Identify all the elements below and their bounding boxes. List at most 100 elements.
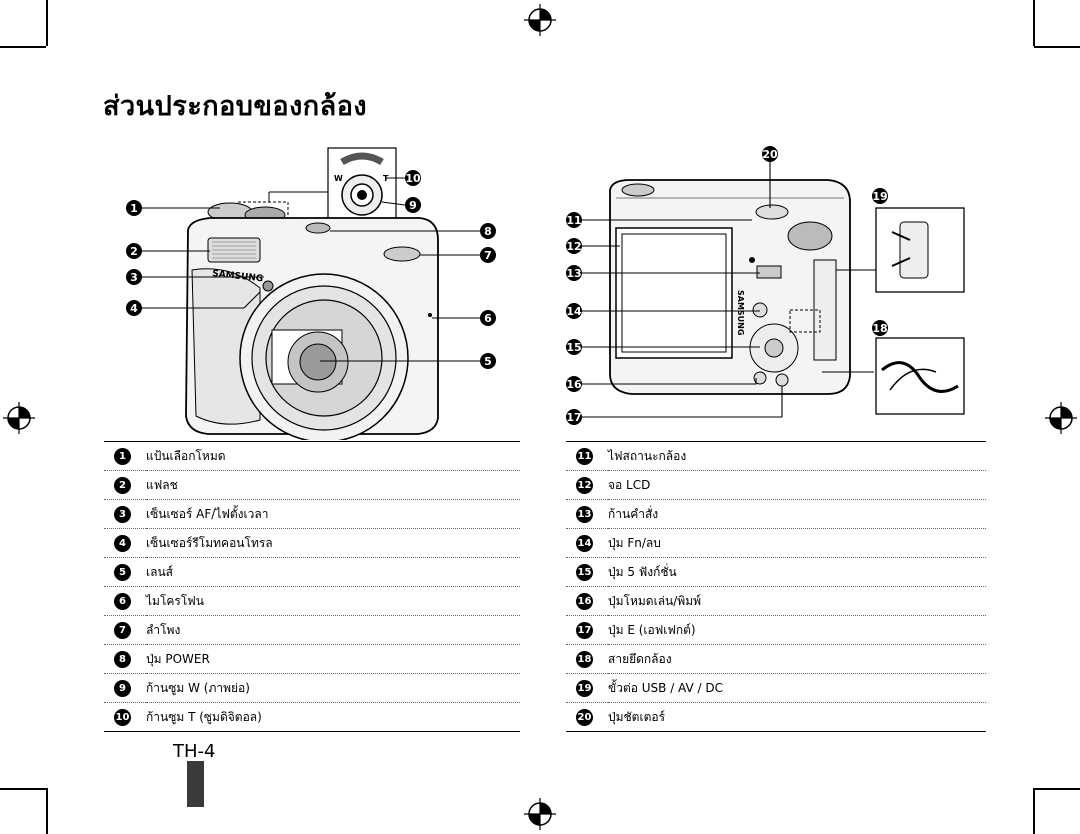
front-parts-legend: 1 แป้นเลือกโหมด 2 แฟลช 3 เซ็นเซอร์ AF/ไฟตั้งเ…: [104, 442, 520, 732]
svg-text:12: 12: [566, 240, 581, 253]
callout-number: 5: [114, 563, 131, 581]
legend-row: 10 ก้านซูม T (ซูมดิจิตอล): [104, 703, 520, 732]
svg-text:4: 4: [130, 302, 138, 315]
registration-mark-icon: [524, 4, 556, 36]
callout-number: 16: [576, 592, 593, 610]
section-tab: [187, 761, 204, 807]
crop-mark: [1034, 46, 1080, 48]
part-label: แป้นเลือกโหมด: [146, 448, 226, 463]
registration-mark-icon: [3, 402, 35, 434]
legend-row: 6 ไมโครโฟน: [104, 587, 520, 616]
part-label: จอ LCD: [608, 477, 651, 492]
callout-number: 18: [576, 650, 593, 668]
svg-text:16: 16: [566, 378, 582, 391]
part-label: ไมโครโฟน: [146, 593, 205, 608]
legend-row: 7 ลำโพง: [104, 616, 520, 645]
svg-text:5: 5: [484, 355, 492, 368]
legend-row: 8 ปุ่ม POWER: [104, 645, 520, 674]
callout-number: 8: [114, 650, 131, 668]
legend-row: 15 ปุ่ม 5 ฟังก์ชั่น: [566, 558, 986, 587]
svg-text:17: 17: [566, 411, 581, 424]
part-label: ลำโพง: [146, 622, 181, 637]
svg-text:9: 9: [409, 199, 417, 212]
svg-text:14: 14: [566, 305, 582, 318]
callout-number: 17: [576, 621, 593, 639]
svg-text:10: 10: [405, 172, 421, 185]
registration-mark-icon: [524, 798, 556, 830]
callout-number: 6: [114, 592, 131, 610]
part-label: เซ็นเซอร์ AF/ไฟตั้งเวลา: [146, 506, 269, 521]
callout-number: 13: [576, 505, 593, 523]
part-label: ปุ่มชัตเตอร์: [608, 709, 666, 724]
callout-number: 14: [576, 534, 593, 552]
part-label: ปุ่ม 5 ฟังก์ชั่น: [608, 564, 677, 579]
page-number: TH-4: [173, 741, 216, 762]
part-label: ขั้วต่อ USB / AV / DC: [608, 680, 724, 695]
page-title: ส่วนประกอบของกล้อง: [103, 91, 368, 122]
camera-front-illustration: W T SAMSUNG 1 2 3 4: [126, 147, 496, 440]
crop-mark: [0, 788, 46, 790]
part-label: ก้านซูม T (ซูมดิจิตอล): [146, 709, 262, 724]
crop-mark: [46, 788, 48, 834]
callout-number: 19: [576, 679, 593, 697]
callout-number: 1: [114, 447, 131, 465]
crop-mark: [1034, 788, 1080, 790]
part-label: แฟลช: [146, 477, 178, 492]
crop-mark: [1033, 0, 1035, 46]
legend-row: 2 แฟลช: [104, 471, 520, 500]
legend-row: 4 เซ็นเซอร์รีโมทคอนโทรล: [104, 529, 520, 558]
legend-top-rule: [566, 441, 986, 442]
legend-row: 17 ปุ่ม E (เอฟเฟกต์): [566, 616, 986, 645]
callout-number: 10: [114, 708, 131, 726]
callout-number: 9: [114, 679, 131, 697]
callout-number: 2: [114, 476, 131, 494]
legend-row: 20 ปุ่มชัตเตอร์: [566, 703, 986, 732]
back-parts-legend: 11 ไฟสถานะกล้อง 12 จอ LCD 13 ก้านคำสั่ง 14 ปุ่ม…: [566, 442, 986, 732]
svg-text:2: 2: [130, 245, 138, 258]
svg-text:6: 6: [484, 312, 492, 325]
registration-mark-icon: [1045, 402, 1077, 434]
legend-row: 9 ก้านซูม W (ภาพย่อ): [104, 674, 520, 703]
svg-text:1: 1: [130, 202, 138, 215]
svg-text:3: 3: [130, 271, 138, 284]
svg-text:7: 7: [484, 249, 492, 262]
zoom-w-label: W: [334, 174, 343, 183]
part-label: ก้านคำสั่ง: [608, 506, 659, 521]
part-label: ปุ่ม POWER: [146, 651, 210, 666]
crop-mark: [0, 46, 46, 48]
legend-row: 11 ไฟสถานะกล้อง: [566, 442, 986, 471]
brand-back-logo: SAMSUNG: [736, 290, 745, 335]
legend-row: 1 แป้นเลือกโหมด: [104, 442, 520, 471]
part-label: สายยึดกล้อง: [608, 651, 672, 666]
callout-number: 3: [114, 505, 131, 523]
part-label: ปุ่ม E (เอฟเฟกต์): [608, 622, 696, 637]
svg-text:8: 8: [484, 225, 492, 238]
part-label: ก้านซูม W (ภาพย่อ): [146, 680, 250, 695]
callout-number: 15: [576, 563, 593, 581]
legend-row: 12 จอ LCD: [566, 471, 986, 500]
crop-mark: [1033, 788, 1035, 834]
svg-text:11: 11: [566, 214, 581, 227]
part-label: เลนส์: [146, 564, 173, 579]
callout-number: 20: [576, 708, 593, 726]
legend-row: 13 ก้านคำสั่ง: [566, 500, 986, 529]
svg-text:15: 15: [566, 341, 581, 354]
part-label: ปุ่ม Fn/ลบ: [608, 535, 661, 550]
legend-top-rule: [104, 441, 520, 442]
callout-number: 4: [114, 534, 131, 552]
svg-text:20: 20: [762, 148, 778, 161]
part-label: ไฟสถานะกล้อง: [608, 448, 687, 463]
callout-number: 12: [576, 476, 593, 494]
callout-number: 11: [576, 447, 593, 465]
part-label: เซ็นเซอร์รีโมทคอนโทรล: [146, 535, 273, 550]
legend-row: 18 สายยึดกล้อง: [566, 645, 986, 674]
part-label: ปุ่มโหมดเล่น/พิมพ์: [608, 593, 702, 608]
legend-row: 3 เซ็นเซอร์ AF/ไฟตั้งเวลา: [104, 500, 520, 529]
legend-row: 5 เลนส์: [104, 558, 520, 587]
svg-text:19: 19: [872, 190, 887, 203]
callout-number: 7: [114, 621, 131, 639]
svg-text:18: 18: [872, 322, 887, 335]
camera-back-illustration: SAMSUNG 20 19 18 11 12 13 14 15 16 17: [566, 146, 965, 425]
legend-row: 19 ขั้วต่อ USB / AV / DC: [566, 674, 986, 703]
svg-text:13: 13: [566, 267, 581, 280]
